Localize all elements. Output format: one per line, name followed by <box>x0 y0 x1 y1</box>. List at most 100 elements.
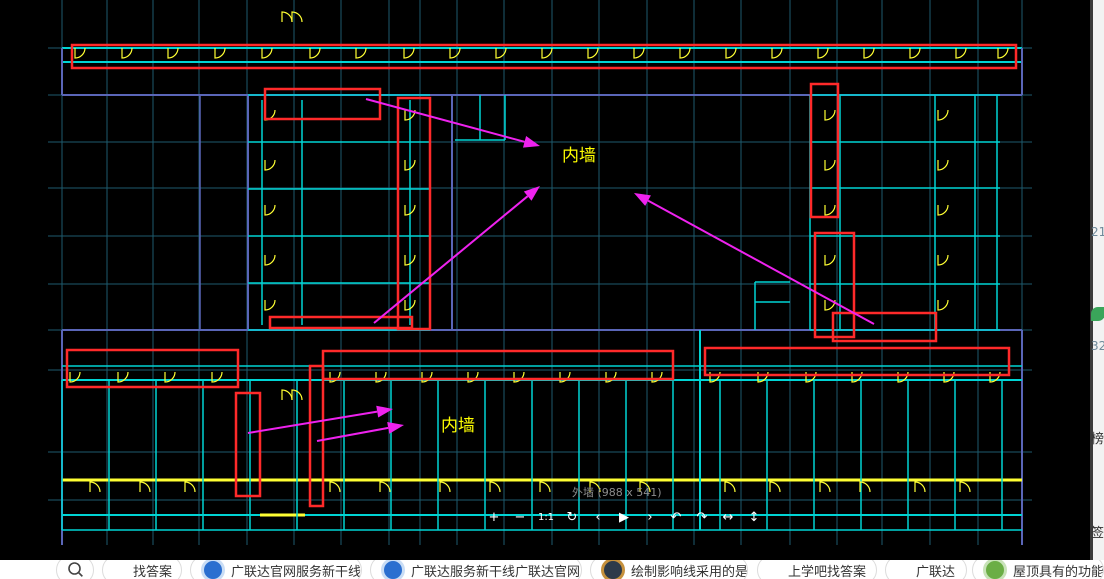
door-swing <box>633 47 645 59</box>
door-swing <box>167 47 179 59</box>
arrow-shaft <box>247 410 378 434</box>
play-button[interactable]: ▶ <box>611 506 637 528</box>
door-swing <box>819 481 831 493</box>
search-icon <box>68 562 84 578</box>
door-swing <box>329 481 341 493</box>
door-swing <box>261 47 273 59</box>
arrow-head <box>387 421 404 434</box>
door-swing <box>757 371 769 383</box>
door-swing <box>824 159 836 171</box>
inner-wall-label-bottom: 内墙 <box>441 416 475 436</box>
door-swing <box>805 371 817 383</box>
rotate-left-icon: ↶ <box>670 509 682 525</box>
previous-button[interactable]: ‹ <box>585 506 611 528</box>
door-swing <box>909 47 921 59</box>
door-swing <box>291 11 303 23</box>
rotate-button[interactable]: ↻ <box>559 506 585 528</box>
door-swing <box>264 204 276 216</box>
play-icon: ▶ <box>619 509 629 525</box>
search-button[interactable] <box>56 560 94 579</box>
annotation-arrows <box>247 98 875 442</box>
arrow-shaft <box>647 199 875 325</box>
inner-wall-label-top: 内墙 <box>562 146 596 166</box>
arrow-head <box>376 405 393 418</box>
suggestion-chip[interactable]: 广联达服务新干线广联达官网 <box>370 560 582 579</box>
arrow-shaft <box>373 195 529 324</box>
highlight-box <box>831 311 938 343</box>
rotate-left-button[interactable]: ↶ <box>663 506 689 528</box>
door-swing <box>355 47 367 59</box>
zoom-in-button[interactable]: + <box>481 506 507 528</box>
next-button[interactable]: › <box>637 506 663 528</box>
door-swing <box>117 371 129 383</box>
door-swing <box>724 481 736 493</box>
door-swing <box>897 371 909 383</box>
suggestion-chip[interactable]: 屋顶具有的功能和 <box>972 560 1104 579</box>
flip-horizontal-button[interactable]: ↔ <box>715 506 741 528</box>
door-swing <box>264 299 276 311</box>
door-swing <box>817 47 829 59</box>
door-swing <box>709 371 721 383</box>
suggestion-label: 绘制影响线采用的是 <box>631 564 748 579</box>
chevron-right-icon: › <box>647 509 653 525</box>
site-logo-icon <box>601 560 625 579</box>
arrow-shaft <box>316 426 389 442</box>
suggestion-chip[interactable]: 广联达官网服务新干线 <box>190 560 362 579</box>
arrow-shaft <box>365 98 525 143</box>
door-swing <box>539 481 551 493</box>
leaf-icon <box>983 560 1007 579</box>
suggestion-chip[interactable]: 找答案 <box>102 560 182 579</box>
door-swing <box>824 109 836 121</box>
door-swing <box>639 481 651 493</box>
door-swing <box>139 481 151 493</box>
doors <box>69 11 1009 493</box>
door-swing <box>859 481 871 493</box>
flip-vertical-icon: ↕ <box>748 509 760 525</box>
plus-icon: + <box>488 509 500 525</box>
door-swing <box>449 47 461 59</box>
door-swing <box>851 371 863 383</box>
door-swing <box>404 254 416 266</box>
chevron-left-icon: ‹ <box>595 509 601 525</box>
door-swing <box>997 47 1009 59</box>
one-to-one-icon: 1:1 <box>537 511 555 523</box>
suggestion-label: 上学吧找答案 <box>788 564 867 579</box>
suggestion-label: 广联达 <box>916 564 956 579</box>
door-swing <box>403 47 415 59</box>
suggestion-chip[interactable]: 广联达 <box>885 560 967 579</box>
door-swing <box>989 371 1001 383</box>
door-swing <box>863 47 875 59</box>
highlight-box <box>268 315 414 330</box>
zoom-out-button[interactable]: − <box>507 506 533 528</box>
door-swing <box>264 254 276 266</box>
grid-lines <box>48 0 1032 545</box>
door-swing <box>439 481 451 493</box>
highlight-box <box>70 43 1018 70</box>
panel-heading-fragment: 榜 <box>1091 432 1104 447</box>
door-swing <box>404 204 416 216</box>
highlight-box <box>396 96 432 331</box>
rotate-right-button[interactable]: ↷ <box>689 506 715 528</box>
right-side-panel: 21 32 榜 签 <box>1090 0 1104 560</box>
door-swing <box>914 481 926 493</box>
door-swing <box>959 481 971 493</box>
door-swing <box>937 159 949 171</box>
door-swing <box>74 47 86 59</box>
suggestion-label: 广联达官网服务新干线 <box>231 564 362 579</box>
actual-size-button[interactable]: 1:1 <box>533 506 559 528</box>
door-swing <box>725 47 737 59</box>
related-search-bar: 找答案 广联达官网服务新干线广联达服务新干线广联达官网 绘制影响线采用的是 上学吧找答… <box>0 560 1104 579</box>
door-swing <box>379 481 391 493</box>
flip-vertical-button[interactable]: ↕ <box>741 506 767 528</box>
door-swing <box>824 299 836 311</box>
suggestion-chip[interactable]: 绘制影响线采用的是 <box>590 560 748 579</box>
highlight-box <box>234 391 262 498</box>
highlight-box <box>65 348 240 389</box>
suggestion-chip[interactable]: 上学吧找答案 <box>757 560 877 579</box>
door-swing <box>937 254 949 266</box>
door-swing <box>121 47 133 59</box>
door-swing <box>184 481 196 493</box>
panel-heading-fragment: 签 <box>1091 526 1104 541</box>
site-logo-icon <box>381 560 405 579</box>
arrow-head <box>634 193 651 206</box>
